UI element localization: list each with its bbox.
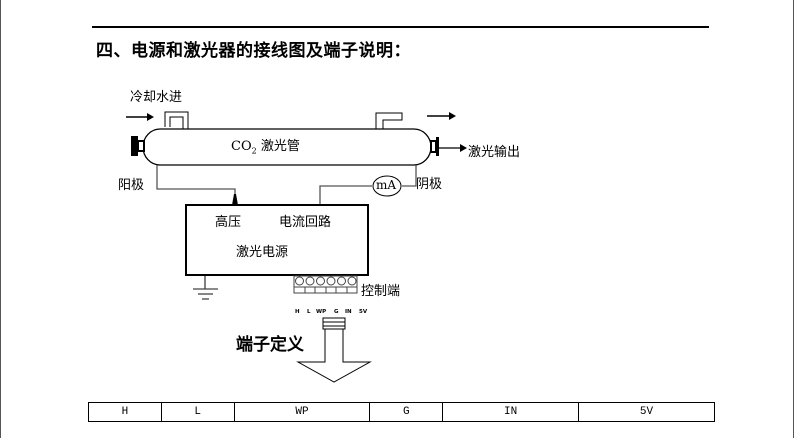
pin-label-5v: 5V — [359, 309, 368, 315]
terminal-definition-title: 端子定义 — [236, 335, 304, 355]
pin-label-g: G — [334, 309, 339, 315]
tube-label-sub: 2 — [251, 146, 257, 156]
water-in-arrow-icon — [126, 113, 154, 121]
connector-plug-icon — [322, 317, 346, 330]
terminal-table: H L WP G IN 5V — [88, 402, 715, 422]
ammeter-label: mA — [376, 178, 397, 192]
terminal-cell: WP — [233, 402, 371, 422]
page-edge-left — [0, 0, 1, 438]
high-voltage-label: 高压 — [215, 215, 242, 230]
water-outlet-pipe — [375, 112, 403, 129]
section-heading: 四、电源和激光器的接线图及端子说明： — [96, 41, 411, 61]
header-rule — [92, 26, 709, 28]
table-row: H L WP G IN 5V — [88, 402, 715, 422]
anode-wire — [156, 165, 236, 195]
water-out-arrow-icon — [427, 112, 456, 120]
ammeter-icon — [372, 175, 402, 197]
terminal-cell: 5V — [578, 402, 715, 422]
psu-name-label: 激光电源 — [236, 245, 289, 260]
cathode-cap-icon — [430, 137, 439, 156]
page-edge-right — [793, 0, 794, 438]
control-terminal-block-icon — [293, 275, 358, 294]
down-arrow-icon — [296, 328, 372, 383]
power-supply-box — [185, 204, 369, 276]
terminal-cell: L — [160, 402, 235, 422]
control-port-label: 控制端 — [361, 284, 401, 299]
cathode-label: 阴极 — [416, 177, 443, 192]
laser-output-arrow-icon — [439, 144, 467, 152]
laser-tube — [142, 128, 432, 166]
pin-label-h: H — [295, 309, 300, 315]
water-inlet-pipe — [164, 111, 189, 129]
laser-tube-label: CO2 激光管 — [231, 135, 300, 156]
terminal-cell: H — [88, 402, 162, 422]
tube-label-suffix: 激光管 — [256, 139, 300, 154]
pin-label-wp: WP — [316, 309, 327, 315]
pin-label-l: L — [307, 309, 311, 315]
laser-output-label: 激光输出 — [468, 145, 521, 160]
terminal-cell: G — [369, 402, 444, 422]
terminal-cell: IN — [442, 402, 580, 422]
hv-connector-icon — [232, 194, 238, 205]
current-loop-label: 电流回路 — [279, 215, 332, 230]
cathode-wire — [319, 165, 417, 205]
anode-label: 阳极 — [118, 178, 145, 193]
anode-cap-icon — [131, 136, 145, 156]
ground-icon — [193, 275, 218, 300]
cooling-water-in-label: 冷却水进 — [130, 90, 183, 105]
tube-label-prefix: CO — [231, 139, 252, 154]
pin-label-in: IN — [345, 309, 352, 315]
